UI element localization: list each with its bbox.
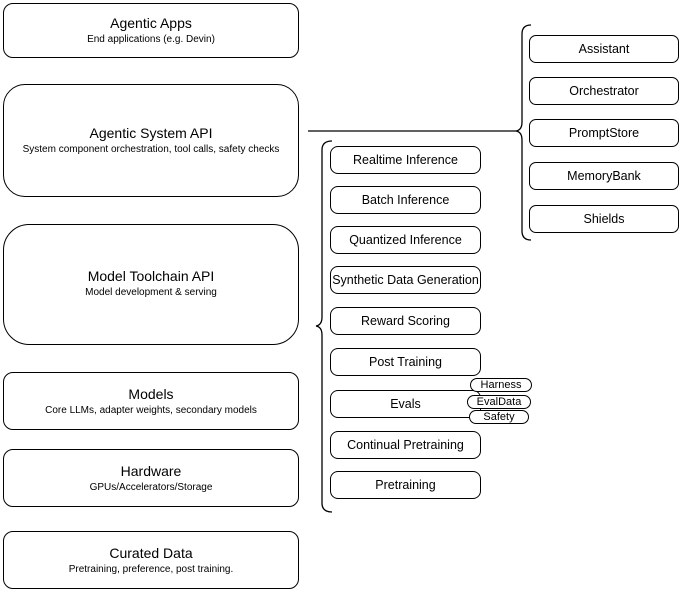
- node-label: PromptStore: [568, 126, 640, 140]
- pill-evaldata: EvalData: [467, 395, 531, 409]
- node-title: Agentic System API: [89, 125, 213, 141]
- node-label: Continual Pretraining: [347, 438, 464, 452]
- node-subtitle: Core LLMs, adapter weights, secondary mo…: [45, 404, 257, 416]
- node-title: Model Toolchain API: [87, 267, 215, 284]
- node-assistant: Assistant: [529, 35, 679, 63]
- node-curated-data: Curated Data Pretraining, preference, po…: [3, 531, 299, 589]
- node-title: Hardware: [120, 462, 182, 479]
- node-title: Agentic Apps: [110, 15, 192, 31]
- node-evals: Evals: [330, 390, 481, 418]
- node-subtitle: Pretraining, preference, post training.: [68, 563, 234, 575]
- node-agentic-apps: Agentic Apps End applications (e.g. Devi…: [3, 3, 299, 58]
- node-memorybank: MemoryBank: [529, 162, 679, 190]
- node-title: Curated Data: [109, 544, 193, 561]
- node-post-training: Post Training: [330, 348, 481, 376]
- node-quantized-inference: Quantized Inference: [330, 226, 481, 254]
- node-label: Assistant: [578, 42, 630, 56]
- node-shields: Shields: [529, 205, 679, 233]
- node-promptstore: PromptStore: [529, 119, 679, 147]
- node-label: Synthetic Data Generation: [332, 273, 479, 287]
- node-reward-scoring: Reward Scoring: [330, 307, 481, 335]
- node-label: Quantized Inference: [349, 233, 462, 247]
- node-agentic-system-api: Agentic System API System component orch…: [3, 84, 299, 197]
- node-label: Orchestrator: [569, 84, 639, 98]
- node-label: Realtime Inference: [353, 153, 458, 167]
- node-model-toolchain-api: Model Toolchain API Model development & …: [3, 224, 299, 345]
- toolchain-brace: [315, 140, 333, 513]
- pill-label: EvalData: [476, 395, 522, 408]
- pill-harness: Harness: [470, 378, 532, 392]
- node-subtitle: Model development & serving: [85, 286, 217, 298]
- pill-label: Safety: [483, 410, 515, 423]
- node-batch-inference: Batch Inference: [330, 186, 481, 214]
- node-continual-pretraining: Continual Pretraining: [330, 431, 481, 459]
- node-label: Pretraining: [375, 478, 436, 492]
- pill-label: Harness: [480, 378, 522, 391]
- node-label: Post Training: [369, 355, 442, 369]
- node-label: Batch Inference: [361, 193, 450, 207]
- node-label: Evals: [390, 397, 421, 411]
- node-label: Reward Scoring: [361, 314, 450, 328]
- node-models: Models Core LLMs, adapter weights, secon…: [3, 372, 299, 430]
- node-subtitle: System component orchestration, tool cal…: [22, 144, 280, 155]
- node-label: MemoryBank: [567, 169, 641, 183]
- node-subtitle: GPUs/Accelerators/Storage: [89, 481, 213, 493]
- node-pretraining: Pretraining: [330, 471, 481, 499]
- node-synthetic-data-generation: Synthetic Data Generation: [330, 266, 481, 294]
- node-label: Shields: [583, 212, 625, 226]
- node-realtime-inference: Realtime Inference: [330, 146, 481, 174]
- node-orchestrator: Orchestrator: [529, 77, 679, 105]
- node-hardware: Hardware GPUs/Accelerators/Storage: [3, 449, 299, 507]
- node-title: Models: [128, 385, 174, 402]
- node-subtitle: End applications (e.g. Devin): [87, 34, 215, 45]
- system-components-brace: [515, 24, 532, 241]
- pill-safety: Safety: [469, 410, 529, 424]
